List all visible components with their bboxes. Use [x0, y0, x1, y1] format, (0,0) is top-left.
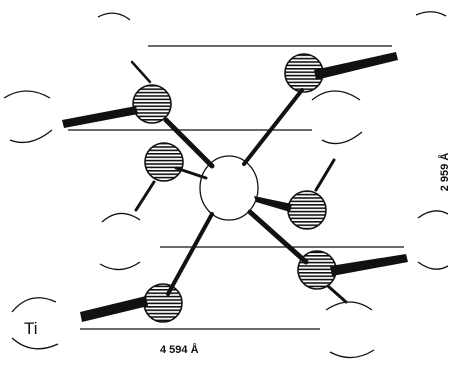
bond-o5-right [330, 254, 408, 276]
oxygen-atom-3 [144, 142, 184, 182]
dimension-label-c: 2 959 Å [438, 153, 451, 192]
bond-o1-center [242, 88, 304, 166]
ti-atom-top-right [415, 11, 447, 17]
ti-atom-top-left [97, 12, 131, 21]
ti-atom-upper-left [3, 90, 53, 144]
bond-o1-right [314, 52, 398, 80]
ti-atom-bottom-left [11, 297, 59, 350]
bond-o3-down [134, 180, 156, 212]
bond-o2-up [130, 60, 152, 84]
dimension-label-a: 4 594 Å [160, 343, 199, 356]
oxygen-atoms [132, 53, 337, 323]
bond-o2-left [62, 106, 138, 128]
oxygen-atom-6 [143, 283, 183, 323]
bond-o4-up [314, 158, 336, 192]
bond-o4-left [254, 196, 292, 212]
ti-atom-lower-right [417, 210, 449, 270]
oxygen-atom-4 [287, 190, 327, 230]
ti-atom-bottom-right [325, 301, 375, 359]
ti-atoms [3, 11, 449, 359]
bond-center-o5 [247, 209, 309, 265]
oxygen-atom-1 [284, 53, 324, 93]
bond-o6-left [80, 296, 148, 322]
atom-label-ti: Ti [24, 319, 38, 338]
bond-o5-down [326, 284, 348, 304]
oxygen-atom-5 [297, 250, 337, 290]
oxygen-atom-2 [132, 84, 172, 124]
bonds [62, 52, 408, 322]
ti-atom-center [199, 155, 259, 221]
bond-o2-center [163, 117, 215, 169]
ti-atom-upper-right [311, 90, 363, 145]
bond-center-o6 [166, 212, 214, 296]
ti-atom-lower-left [99, 212, 141, 271]
